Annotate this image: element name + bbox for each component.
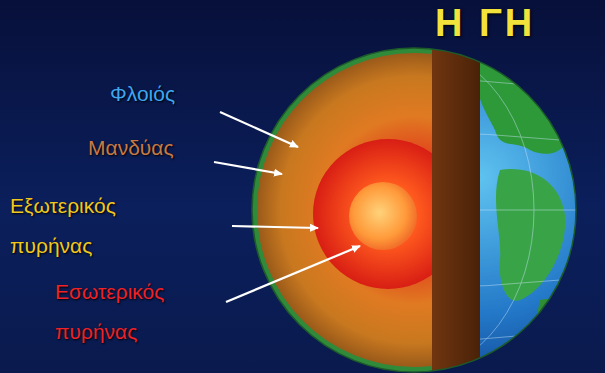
layer-label: Εξωτερικός πυρήνας bbox=[10, 186, 135, 266]
title: Η ΓΗ bbox=[435, 2, 535, 45]
leader-arrow bbox=[226, 246, 360, 302]
layer-label: Εσωτερικός πυρήνας bbox=[55, 272, 185, 352]
layer-label: Φλοιός bbox=[110, 74, 230, 114]
layer-label: Μανδύας bbox=[88, 128, 218, 168]
leader-arrow bbox=[220, 112, 298, 147]
leader-arrow bbox=[232, 226, 318, 228]
leader-arrow bbox=[214, 162, 282, 174]
